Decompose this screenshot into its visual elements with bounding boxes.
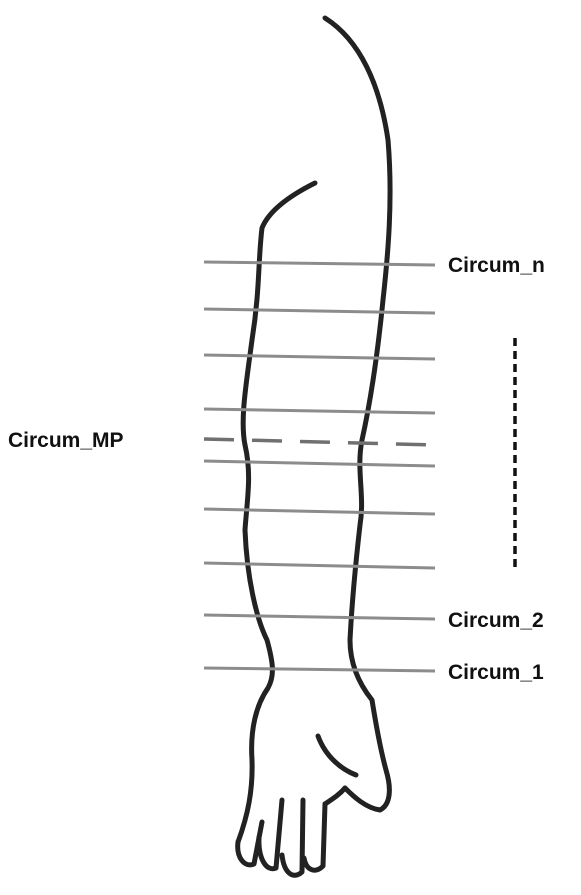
measurement-line: [204, 409, 435, 413]
finger-3: [282, 800, 303, 875]
label-circum-2: Circum_2: [448, 609, 544, 632]
finger-4: [304, 804, 325, 870]
midpoint-line: [204, 439, 435, 445]
measurement-line-n: [204, 262, 435, 265]
arm-outline: [238, 18, 390, 875]
measurement-line: [204, 509, 435, 514]
measurement-line: [204, 563, 435, 568]
measurement-line-1: [204, 668, 435, 671]
label-circum-1: Circum_1: [448, 661, 544, 684]
label-circum-mp: Circum_MP: [8, 429, 124, 452]
finger-2: [259, 800, 282, 869]
measurement-line: [204, 355, 435, 359]
arm-outer-edge: [325, 18, 390, 810]
knuckle-line: [325, 788, 345, 804]
measurement-line: [204, 461, 435, 466]
measurement-lines: [204, 262, 435, 671]
measurement-line-2: [204, 615, 435, 619]
thumb-outline: [318, 736, 356, 775]
label-circum-n: Circum_n: [448, 254, 545, 277]
measurement-line: [204, 309, 435, 313]
